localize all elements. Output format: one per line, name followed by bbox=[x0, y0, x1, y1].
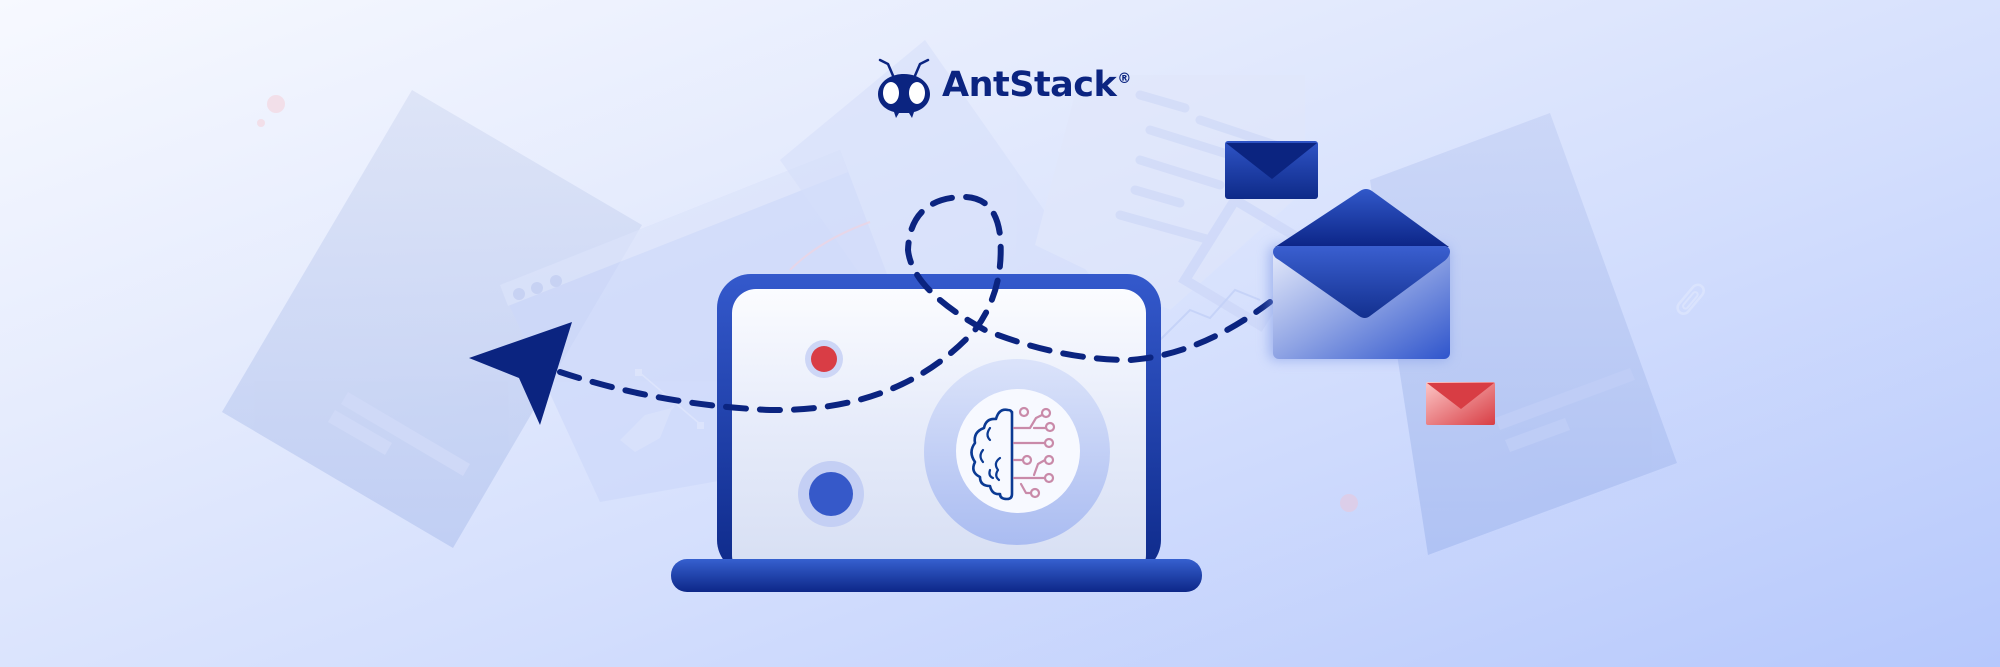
small-envelope-red-icon bbox=[1426, 382, 1495, 425]
laptop-base bbox=[671, 559, 1202, 592]
background-document-left bbox=[222, 90, 642, 548]
brain-circuit-icon bbox=[970, 406, 1056, 501]
decor-dot bbox=[1340, 494, 1358, 512]
red-status-dot bbox=[811, 346, 837, 372]
decor-dot bbox=[257, 119, 265, 127]
background-document-right bbox=[1370, 113, 1677, 555]
brand-logo: AntStack® bbox=[876, 50, 1131, 120]
registered-mark: ® bbox=[1117, 71, 1131, 88]
dashed-flight-path bbox=[557, 193, 1273, 414]
blue-status-dot bbox=[809, 472, 853, 516]
paperclip-icon bbox=[1676, 283, 1705, 315]
decor-dot bbox=[267, 95, 285, 113]
laptop bbox=[671, 274, 1202, 592]
small-envelope-blue-icon bbox=[1225, 141, 1318, 199]
open-envelope-icon bbox=[1269, 189, 1450, 360]
cursor-arrow-icon bbox=[469, 322, 572, 425]
brand-name: AntStack® bbox=[942, 65, 1131, 105]
ant-head-icon bbox=[878, 58, 930, 118]
